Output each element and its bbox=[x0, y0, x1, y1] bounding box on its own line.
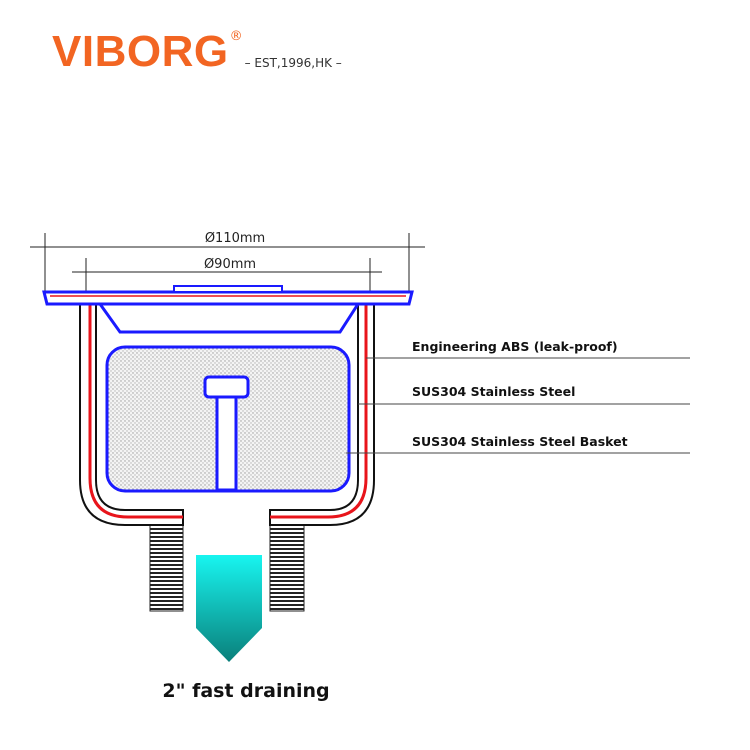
callout-steel: SUS304 Stainless Steel bbox=[412, 384, 575, 399]
drain-arrow bbox=[196, 555, 262, 662]
viborg-logo: VIBORG ® – EST,1996,HK – bbox=[52, 27, 342, 76]
brand-name: VIBORG bbox=[52, 27, 229, 76]
steel-liner-left bbox=[88, 300, 183, 519]
logo-tagline: – EST,1996,HK – bbox=[244, 56, 342, 70]
drain-caption: 2" fast draining bbox=[162, 680, 329, 702]
dimension-inner: Ø90mm bbox=[72, 257, 382, 295]
thread-right bbox=[269, 524, 305, 612]
callout-leaders bbox=[346, 357, 690, 454]
registered-mark: ® bbox=[229, 29, 243, 44]
steel-liner-right bbox=[270, 300, 368, 519]
basket-knob bbox=[203, 375, 250, 399]
inner-diameter-label: Ø90mm bbox=[204, 257, 256, 272]
strainer-lid bbox=[97, 302, 361, 334]
basket-post bbox=[215, 393, 238, 492]
thread-left bbox=[149, 524, 184, 612]
callout-abs: Engineering ABS (leak-proof) bbox=[412, 339, 618, 354]
top-flange bbox=[42, 290, 414, 306]
callout-basket: SUS304 Stainless Steel Basket bbox=[412, 434, 628, 449]
outer-diameter-label: Ø110mm bbox=[205, 231, 265, 246]
cap-stem-top bbox=[173, 285, 283, 293]
dimension-outer: Ø110mm bbox=[30, 231, 425, 295]
